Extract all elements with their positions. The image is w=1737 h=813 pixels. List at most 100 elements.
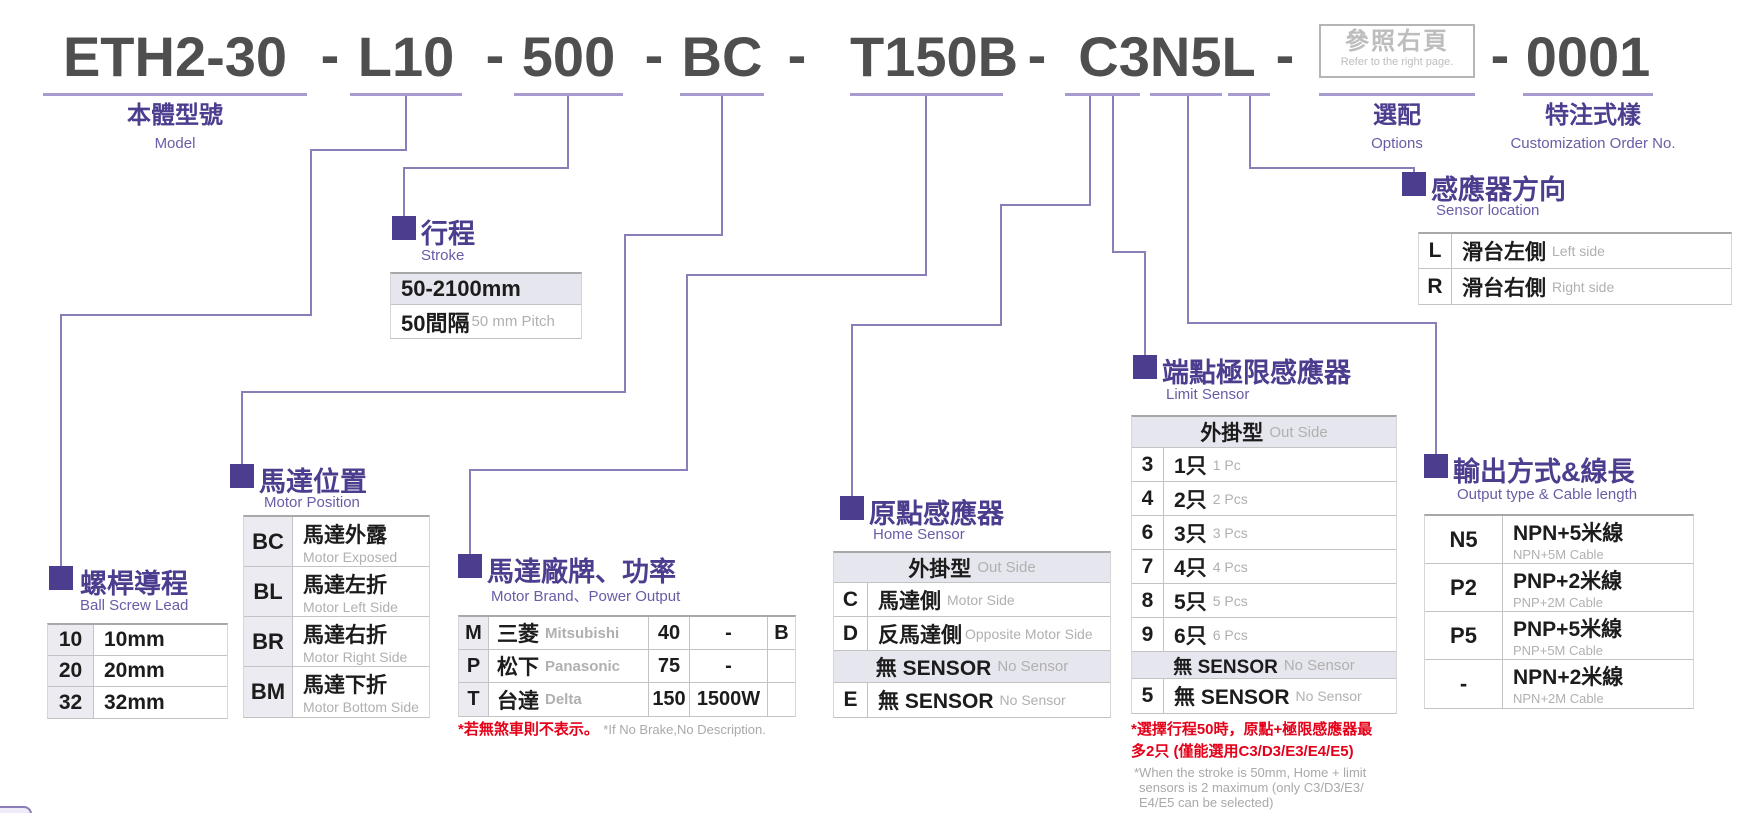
limit-note-en-line2: sensors is 2 maximum (only C3/D3/E3/ (1139, 780, 1364, 795)
home-sensor-table: 外掛型 Out Side C 馬達側 Motor Side D 反馬達側 Opp… (833, 551, 1111, 718)
lead-value: 20mm (104, 659, 165, 682)
label-model-zh: 本體型號 (127, 102, 223, 129)
limit-header-en: Out Side (1269, 423, 1328, 441)
limit-zh: 1只 (1174, 454, 1207, 478)
location-en: Right side (1552, 278, 1615, 295)
motor-position-code: BL (244, 567, 293, 616)
underline-stroke (514, 93, 623, 96)
section-marker-icon (49, 566, 73, 590)
limit-code: 3 (1132, 448, 1164, 481)
line-stroke (403, 95, 569, 218)
motor-brake: B (774, 621, 789, 644)
limit-zh: 5只 (1174, 590, 1207, 614)
motor-position-en: Motor Bottom Side (303, 699, 419, 715)
code-segment-sensors: C3N5L (1078, 25, 1256, 88)
motor-brand-table: M 三菱 Mitsubishi 40 - B P 松下 Panasonic 75… (458, 615, 796, 717)
code-segment-motor-brand: T150B (850, 25, 1019, 88)
motor-position-code: BM (244, 667, 293, 717)
table-row: - NPN+2米線 NPN+2M Cable (1425, 660, 1693, 708)
home-zh: 反馬達側 (878, 623, 962, 647)
motor-position-en: Motor Left Side (303, 598, 398, 615)
limit-note-zh-line2: 多2只 (僅能選用C3/D3/E3/E4/E5) (1131, 743, 1354, 760)
limit-en: 4 Pcs (1212, 558, 1248, 575)
line-home-sensor (851, 95, 1091, 498)
line-location (1249, 95, 1415, 174)
sensor-location-table: L 滑台左側 Left side R 滑台右側 Right side (1418, 232, 1732, 305)
code-separator: - (485, 23, 505, 86)
limit-code: 6 (1132, 516, 1164, 549)
label-order-no: 特注式樣 Customization Order No. (1488, 101, 1698, 154)
output-table: N5 NPN+5米線 NPN+5M Cable P2 PNP+2米線 PNP+2… (1424, 514, 1694, 709)
section-title-motor-position-zh: 馬達位置 (259, 467, 367, 497)
section-title-home-en: Home Sensor (873, 526, 965, 543)
code-segment-motor-position: BC (681, 25, 763, 88)
limit-en: 5 Pcs (1212, 592, 1248, 609)
stroke-range: 50-2100mm (401, 276, 521, 301)
location-code: R (1419, 269, 1452, 304)
table-row: P2 PNP+2米線 PNP+2M Cable (1425, 564, 1693, 612)
limit-en: 1 Pc (1212, 456, 1241, 473)
output-zh: PNP+2米線 (1513, 569, 1623, 593)
section-title-motor-brand-zh: 馬達廠牌、功率 (487, 557, 676, 587)
stroke-table: 50-2100mm 50間隔 50 mm Pitch (390, 272, 582, 339)
motor-power: 40 (649, 617, 690, 649)
output-zh: NPN+5米線 (1513, 521, 1624, 545)
limit-none-zh: 無 SENSOR (1173, 656, 1278, 678)
table-row: BL 馬達左折 Motor Left Side (244, 567, 429, 617)
underline-model (43, 93, 307, 96)
section-title-motor-position-en: Motor Position (264, 494, 360, 511)
label-options: 選配 Options (1319, 101, 1475, 154)
home-en: Opposite Motor Side (965, 625, 1093, 642)
section-marker-icon (392, 216, 416, 240)
motor-power: 75 (649, 650, 690, 682)
home-code: E (834, 683, 868, 717)
code-separator: - (1490, 23, 1510, 86)
limit-code: 9 (1132, 618, 1164, 651)
table-subheader-row: 無 SENSOR No Sensor (1132, 652, 1396, 679)
table-header-row: 外掛型 Out Side (1132, 417, 1396, 448)
motor-position-table: BC 馬達外露 Motor Exposed BL 馬達左折 Motor Left… (243, 515, 430, 718)
table-row: 50間隔 50 mm Pitch (391, 305, 581, 338)
limit-code: 5 (1132, 679, 1164, 713)
motor-position-zh: 馬達右折 (303, 623, 387, 647)
output-code: - (1425, 660, 1503, 708)
code-separator: - (320, 23, 340, 86)
label-model-en: Model (154, 135, 196, 152)
label-model: 本體型號 Model (43, 101, 307, 154)
table-row: 50-2100mm (391, 274, 581, 305)
limit-code: 8 (1132, 584, 1164, 617)
limit-note-zh-line1: *選擇行程50時，原點+極限感應器最 (1131, 721, 1373, 738)
code-segment-order-no: 0001 (1525, 25, 1651, 88)
motor-position-code: BC (244, 517, 293, 566)
table-header-row: 外掛型 Out Side (834, 553, 1110, 583)
motor-brand-zh: 台達 (497, 689, 539, 713)
line-motor-position (241, 95, 723, 466)
options-reference-box: 參照右頁 Refer to the right page. (1319, 24, 1475, 78)
motor-position-zh: 馬達外露 (303, 523, 387, 547)
motor-power: 150 (649, 683, 690, 716)
section-title-location-zh: 感應器方向 (1431, 175, 1566, 205)
motor-position-zh: 馬達下折 (303, 674, 387, 697)
underline-home-limit (1065, 93, 1140, 96)
label-order-no-zh: 特注式樣 (1545, 102, 1641, 129)
lead-code: 20 (48, 656, 94, 686)
limit-code: 4 (1132, 482, 1164, 515)
motor-position-code: BR (244, 617, 293, 666)
motor-watt: 1500W (690, 683, 768, 716)
code-segment-stroke: 500 (521, 25, 616, 88)
table-row: BR 馬達右折 Motor Right Side (244, 617, 429, 667)
motor-brand-note-en: *If No Brake,No Description. (603, 722, 766, 737)
home-en: No Sensor (999, 692, 1066, 708)
motor-brand-en: Delta (545, 691, 582, 708)
motor-brand-en: Panasonic (545, 657, 621, 675)
section-title-lead-zh: 螺桿導程 (80, 569, 188, 599)
limit-zh: 2只 (1174, 488, 1207, 512)
code-separator: - (787, 23, 807, 86)
underline-location (1228, 93, 1270, 96)
motor-brand-zh: 三菱 (497, 623, 539, 646)
table-row: 20 20mm (48, 656, 227, 687)
